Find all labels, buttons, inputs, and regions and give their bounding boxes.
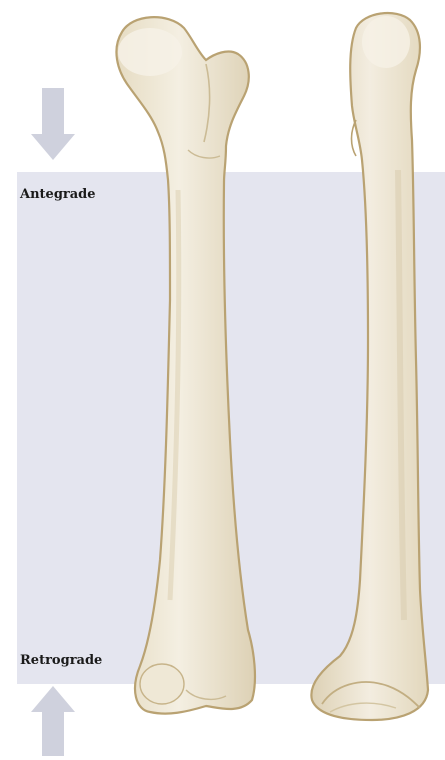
- up-arrow-icon: [31, 686, 75, 756]
- down-arrow-icon: [31, 88, 75, 160]
- antegrade-label: Antegrade: [20, 187, 96, 202]
- retrograde-label: Retrograde: [20, 653, 102, 668]
